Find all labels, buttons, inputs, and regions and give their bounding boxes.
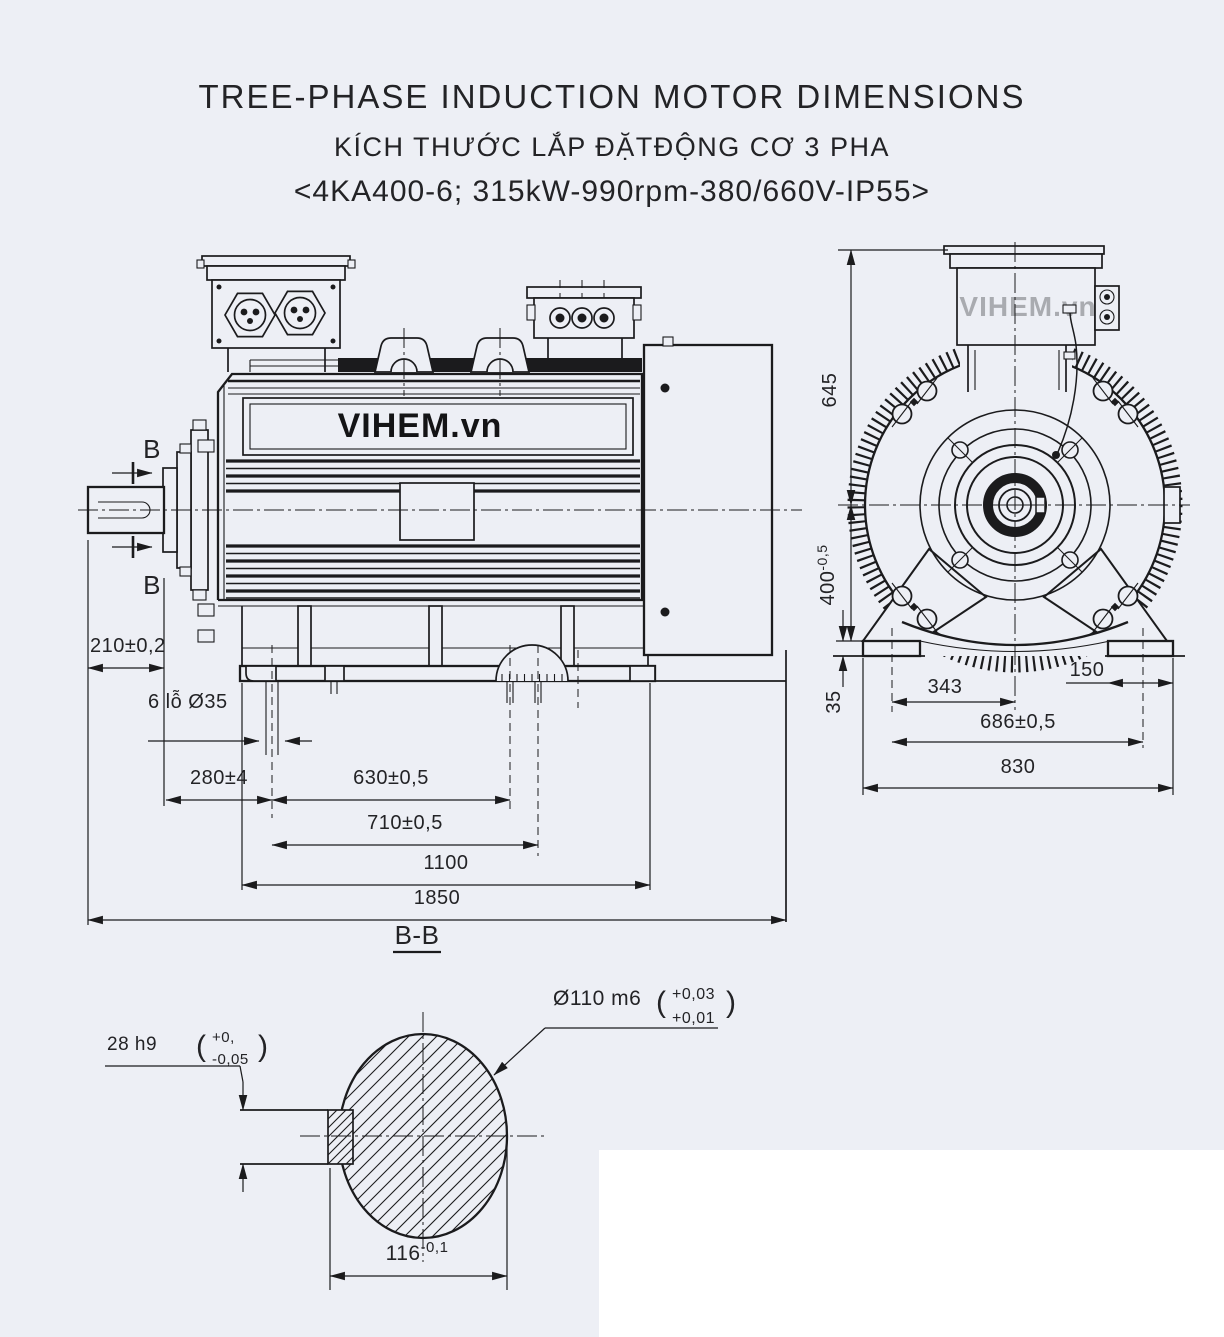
dim-1850: 1850 bbox=[414, 887, 461, 909]
dim-116-tolerance: -0,1 bbox=[421, 1239, 449, 1256]
foot-pad-left bbox=[245, 665, 277, 682]
cable-gland-right bbox=[274, 290, 326, 336]
cooling-fins-lower bbox=[226, 544, 640, 599]
dim-35: 35 bbox=[823, 690, 845, 713]
lifting-lug-right bbox=[469, 328, 531, 396]
terminal-box-lid-rim bbox=[201, 255, 351, 267]
lid-rim bbox=[943, 245, 1105, 255]
title-block: TREE-PHASE INDUCTION MOTOR DIMENSIONS KÍ… bbox=[199, 78, 1026, 208]
dim-210: 210±0,2 bbox=[90, 635, 166, 657]
drawing-subtitle-vietnamese: KÍCH THƯỚC LẮP ĐẶTĐỘNG CƠ 3 PHA bbox=[334, 131, 890, 162]
foot-pad-middle bbox=[324, 665, 345, 682]
dim-400-tolerance: -0,5 bbox=[814, 545, 830, 571]
side-bolt-1 bbox=[197, 603, 215, 617]
side-bolt-2 bbox=[197, 629, 215, 643]
white-scan-patch bbox=[599, 1150, 1224, 1337]
front-view: VIHEM.vn bbox=[814, 242, 1190, 795]
dim-830: 830 bbox=[1001, 756, 1036, 778]
dim-280: 280±4 bbox=[190, 767, 248, 789]
aux-box-lid bbox=[526, 286, 642, 299]
foundation-rail bbox=[238, 664, 657, 683]
key-cross-section bbox=[327, 1109, 354, 1165]
foot-arch bbox=[495, 644, 569, 682]
terminal-box-aux bbox=[526, 280, 642, 358]
key-tol-top: +0, bbox=[212, 1029, 235, 1046]
front-view-dimensions: 645 400-0,5 35 150 343 686±0,5 830 bbox=[814, 249, 1174, 795]
section-mark-bottom: B bbox=[112, 536, 161, 600]
section-mark-top: B bbox=[112, 434, 161, 484]
shaft-tol-top: +0,03 bbox=[672, 986, 715, 1003]
earth-lead bbox=[1057, 311, 1078, 453]
section-label-b-top: B bbox=[143, 434, 161, 464]
shaft-hatching bbox=[339, 1034, 507, 1238]
key-open-paren: ( bbox=[196, 1030, 207, 1063]
dim-630: 630±0,5 bbox=[353, 767, 429, 789]
shaft-tol-bottom: +0,01 bbox=[672, 1010, 715, 1027]
terminal-box-lid bbox=[206, 265, 346, 281]
dim-710: 710±0,5 bbox=[367, 812, 443, 834]
shaft-size-label: Ø110 m6 bbox=[553, 987, 641, 1010]
foot-pad-right bbox=[629, 665, 656, 682]
motor-spec-line: <4KA400-6; 315kW-990rpm-380/660V-IP55> bbox=[294, 175, 930, 208]
dim-116: 116-0,1 bbox=[386, 1239, 449, 1265]
width-116-dimension: 116-0,1 bbox=[329, 1140, 508, 1290]
shaft-close-paren: ) bbox=[726, 986, 737, 1019]
drawing-title: TREE-PHASE INDUCTION MOTOR DIMENSIONS bbox=[199, 78, 1026, 115]
shaft-open-paren: ( bbox=[656, 986, 667, 1019]
dim-686: 686±0,5 bbox=[980, 711, 1056, 733]
terminal-box-front: VIHEM.vn bbox=[943, 245, 1120, 346]
fan-cover bbox=[642, 336, 774, 657]
bearing-cap-bolts bbox=[947, 437, 1083, 573]
bolt-pair-lower-left bbox=[891, 582, 938, 633]
bolt-pair-lower-right bbox=[1092, 582, 1139, 633]
section-label-b-bottom: B bbox=[143, 570, 161, 600]
dim-400: 400-0,5 bbox=[814, 545, 839, 606]
lifting-lug-left bbox=[373, 328, 435, 396]
lid bbox=[949, 253, 1103, 269]
foot-pad-right bbox=[1106, 639, 1175, 658]
motor-body-outline bbox=[216, 372, 644, 600]
keyway-dimension: 28 h9 ( +0, -0,05 ) bbox=[105, 1029, 269, 1192]
base-frame bbox=[218, 598, 786, 856]
box-front-face bbox=[956, 267, 1096, 346]
bolt-pair-upper-right bbox=[1092, 377, 1139, 428]
neck-cover bbox=[960, 338, 1072, 393]
section-bb: B-B 28 h9 ( +0, -0,05 ) Ø110 m6 bbox=[105, 920, 737, 1290]
fin-bolt-details bbox=[891, 377, 1139, 633]
side-view-dimensions: 210±0,2 6 lỗ Ø35 280±4 630±0,5 710±0,5 1… bbox=[87, 540, 787, 925]
bolt-pair-upper-left bbox=[891, 377, 938, 428]
dim-116-value: 116 bbox=[386, 1242, 421, 1265]
fan-cover-bolt-bottom bbox=[660, 607, 670, 617]
section-bb-title: B-B bbox=[395, 920, 440, 950]
dim-400-value: 400 bbox=[817, 571, 839, 606]
fan-cover-pin bbox=[662, 336, 674, 347]
nameplate-panel: VIHEM.vn bbox=[242, 397, 634, 456]
dim-343: 343 bbox=[928, 676, 963, 698]
vihem-watermark-side: VIHEM.vn bbox=[338, 407, 503, 445]
terminal-box-main bbox=[196, 255, 356, 372]
dim-645: 645 bbox=[819, 373, 841, 408]
key-close-paren: ) bbox=[258, 1030, 269, 1063]
dim-1100: 1100 bbox=[423, 852, 468, 874]
gland-block bbox=[1094, 285, 1120, 331]
key-size-label: 28 h9 bbox=[107, 1034, 157, 1055]
key-tol-bottom: -0,05 bbox=[212, 1051, 249, 1068]
fan-cover-bolt-top bbox=[660, 383, 670, 393]
terminal-cover-plate bbox=[399, 482, 475, 541]
dim-150: 150 bbox=[1070, 659, 1105, 681]
dim-6-holes-d35: 6 lỗ Ø35 bbox=[148, 690, 228, 713]
side-bolt-3 bbox=[197, 439, 215, 453]
shaft-diameter-dimension: Ø110 m6 ( +0,03 +0,01 ) bbox=[493, 986, 737, 1076]
cable-gland-left bbox=[224, 292, 276, 338]
key-hatching bbox=[328, 1110, 353, 1164]
side-view: VIHEM.vn bbox=[78, 255, 802, 925]
